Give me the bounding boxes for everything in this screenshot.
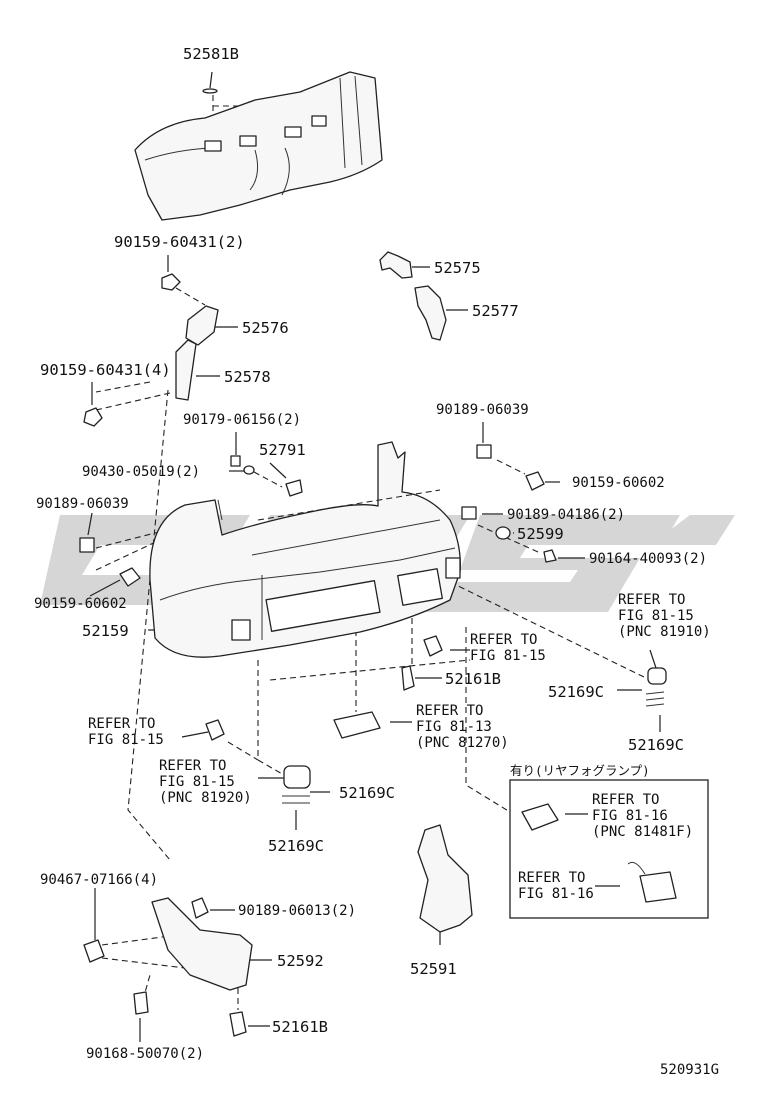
ref-note-81-15-center: REFER TO FIG 81-15 [470, 632, 546, 664]
label-52577: 52577 [472, 302, 519, 320]
label-90467-07166: 90467-07166(4) [40, 872, 158, 888]
part-52591-bracket [417, 824, 473, 933]
part-labels: 52581B 90159-60431(2) 52575 52577 52576 … [34, 45, 719, 1078]
ref-note-81-15-center-line2: FIG 81-15 [470, 648, 546, 664]
ref-note-81-16-line1: REFER TO [518, 870, 585, 886]
label-90164-40093: 90164-40093(2) [589, 551, 707, 567]
label-90189-06039-left: 90189-06039 [36, 496, 129, 512]
part-license-lamp [333, 711, 381, 739]
label-90159-60602-right: 90159-60602 [572, 475, 665, 491]
ref-note-81-15-left: REFER TO FIG 81-15 [88, 716, 164, 748]
label-90189-06013: 90189-06013(2) [238, 903, 356, 919]
label-52592: 52592 [277, 952, 324, 970]
leader-lines [87, 71, 661, 1042]
label-52791: 52791 [259, 441, 306, 459]
ref-note-81-16: REFER TO FIG 81-16 [518, 870, 594, 902]
label-52599: 52599 [517, 525, 564, 543]
label-52576: 52576 [242, 319, 289, 337]
ref-note-81-15-left-line1: REFER TO [88, 716, 155, 732]
ref-note-81910-line3: (PNC 81910) [618, 624, 711, 640]
ref-note-81920-line1: REFER TO [159, 758, 226, 774]
label-52581B: 52581B [183, 45, 239, 63]
label-52169C-center-upper: 52169C [339, 784, 395, 802]
label-52591: 52591 [410, 960, 457, 978]
ref-note-81-15-left-line2: FIG 81-15 [88, 732, 164, 748]
label-52161B-lower: 52161B [272, 1018, 328, 1036]
part-52159-bumper [149, 441, 461, 658]
label-52575: 52575 [434, 259, 481, 277]
ref-note-81270-line2: FIG 81-13 [416, 719, 492, 735]
ref-note-81270-line1: REFER TO [416, 703, 483, 719]
ref-note-81920-line2: FIG 81-15 [159, 774, 235, 790]
fog-lamp-box [509, 779, 709, 919]
fog-lamp-box-header: 有り(リヤフォグランプ) [510, 763, 650, 778]
ref-note-81920: REFER TO FIG 81-15 (PNC 81920) [159, 758, 252, 806]
ref-note-81910: REFER TO FIG 81-15 (PNC 81910) [618, 592, 711, 640]
ref-note-81910-line1: REFER TO [618, 592, 685, 608]
label-52161B-upper: 52161B [445, 670, 501, 688]
ref-note-81481F-line2: FIG 81-16 [592, 808, 668, 824]
label-52578: 52578 [224, 368, 271, 386]
bumper-outline-dashed [257, 489, 471, 681]
fasteners [79, 273, 557, 1037]
label-90168-50070: 90168-50070(2) [86, 1046, 204, 1062]
label-90159-60431-2: 90159-60431(2) [114, 233, 245, 251]
ref-note-81910-line2: FIG 81-15 [618, 608, 694, 624]
part-52578-bracket [175, 339, 197, 401]
part-52577-bracket [414, 285, 447, 341]
label-52169C-right-lower: 52169C [628, 736, 684, 754]
ref-note-81-15-center-line1: REFER TO [470, 632, 537, 648]
part-52581B-panel [134, 71, 383, 221]
label-90179-06156: 90179-06156(2) [183, 412, 301, 428]
ref-note-81270: REFER TO FIG 81-13 (PNC 81270) [416, 703, 509, 751]
label-90430-05019: 90430-05019(2) [82, 464, 200, 480]
part-52575-bracket [379, 251, 413, 279]
ref-note-81481F: REFER TO FIG 81-16 (PNC 81481F) [592, 792, 693, 840]
label-90189-04186: 90189-04186(2) [507, 507, 625, 523]
part-52576-bracket [185, 305, 219, 346]
ref-note-81481F-line1: REFER TO [592, 792, 659, 808]
ref-note-81920-line3: (PNC 81920) [159, 790, 252, 806]
label-90189-06039-right: 90189-06039 [436, 402, 529, 418]
reference-notes: REFER TO FIG 81-15 (PNC 81910) REFER TO … [88, 592, 711, 902]
label-90159-60431-4: 90159-60431(4) [40, 361, 171, 379]
ref-note-81481F-line3: (PNC 81481F) [592, 824, 693, 840]
label-52159: 52159 [82, 622, 129, 640]
part-52592-bracket [151, 897, 253, 991]
ref-note-81270-line3: (PNC 81270) [416, 735, 509, 751]
label-52169C-center-lower: 52169C [268, 837, 324, 855]
part-52169C-seals [282, 667, 667, 804]
label-52169C-right-upper: 52169C [548, 683, 604, 701]
diagram-code: 520931G [660, 1062, 719, 1078]
label-90159-60602-left: 90159-60602 [34, 596, 127, 612]
ref-note-81-16-line2: FIG 81-16 [518, 886, 594, 902]
